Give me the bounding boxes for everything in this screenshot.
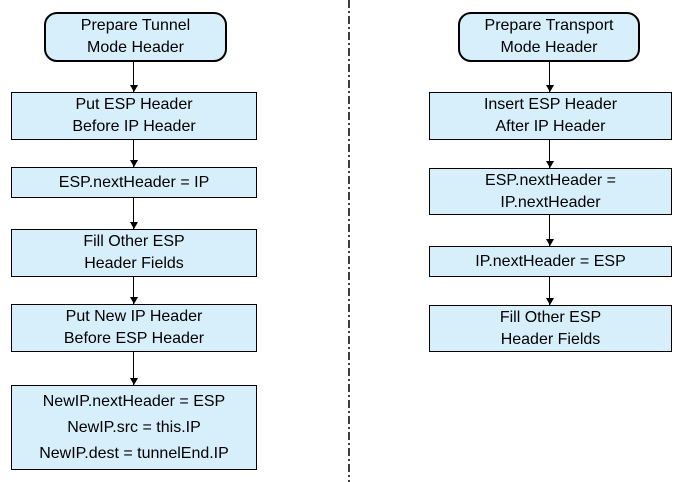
arrow-transport-4 (545, 277, 554, 305)
node-esp-nextheader-equals-ip: ESP.nextHeader = IP (11, 167, 257, 198)
arrow-tunnel-5 (129, 352, 138, 385)
node-ip-nextheader-equals-esp: IP.nextHeader = ESP (429, 246, 672, 277)
node-newip-field-assignments: NewIP.nextHeader = ESP NewIP.src = this.… (11, 385, 257, 470)
arrow-tunnel-1 (129, 62, 138, 92)
node-prepare-transport-mode-header: Prepare Transport Mode Header (458, 12, 640, 62)
node-fill-other-esp-header-fields-tunnel: Fill Other ESP Header Fields (11, 229, 257, 277)
node-prepare-tunnel-mode-header: Prepare Tunnel Mode Header (44, 12, 227, 62)
arrow-tunnel-4 (129, 277, 138, 304)
column-divider-dash-dot-line (348, 0, 350, 482)
node-put-esp-header-before-ip-header: Put ESP Header Before IP Header (11, 92, 257, 140)
node-insert-esp-header-after-ip-header: Insert ESP Header After IP Header (429, 92, 672, 140)
arrow-tunnel-2 (129, 140, 138, 167)
arrow-transport-1 (545, 62, 554, 92)
node-esp-nextheader-equals-ip-nextheader: ESP.nextHeader = IP.nextHeader (429, 168, 672, 215)
arrow-transport-3 (545, 215, 554, 246)
node-put-new-ip-header-before-esp-header: Put New IP Header Before ESP Header (11, 304, 257, 352)
arrow-transport-2 (545, 140, 554, 168)
arrow-tunnel-3 (129, 198, 138, 229)
node-fill-other-esp-header-fields-transport: Fill Other ESP Header Fields (429, 305, 672, 352)
